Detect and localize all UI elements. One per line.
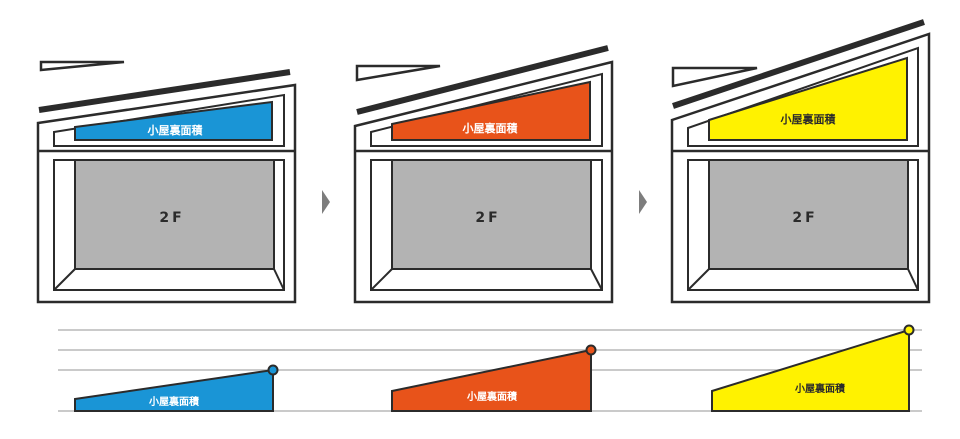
comparison-bar-3 [711, 328, 910, 412]
comparison-bar-label: 小屋裏面積 [148, 395, 200, 408]
house-stage-2: 小屋裏面積 2F [353, 45, 614, 304]
roof-line [672, 19, 925, 109]
roof-vent-triangle [671, 66, 758, 88]
next-arrow [322, 190, 330, 214]
floor-label: 2F [792, 210, 817, 226]
attic-area-label: 小屋裏面積 [147, 123, 204, 137]
floor-perspective-line [53, 268, 76, 291]
floor-perspective-line [370, 268, 393, 291]
next-arrow [639, 190, 647, 214]
attic-area [708, 56, 908, 141]
floor-label: 2F [159, 210, 184, 226]
floor-perspective-line [907, 268, 919, 291]
comparison-bar-2 [391, 348, 592, 412]
house-stage-3: 小屋裏面積 2F [670, 19, 931, 304]
attic-area-label: 小屋裏面積 [780, 112, 837, 126]
peak-marker [267, 364, 279, 376]
floor-perspective-line [687, 268, 710, 291]
attic-area [391, 80, 591, 141]
floor-perspective-line [273, 268, 285, 291]
attic-area [74, 100, 273, 141]
peak-marker [903, 324, 915, 336]
floor-perspective-line [590, 268, 603, 291]
house-stage-1: 小屋裏面積 2F [36, 60, 297, 304]
floor-label: 2F [475, 210, 500, 226]
roof-line [38, 69, 291, 113]
peak-marker [585, 344, 597, 356]
roof-line [356, 45, 609, 115]
comparison-bar-label: 小屋裏面積 [794, 382, 846, 395]
comparison-bar-1 [74, 368, 274, 412]
attic-area-label: 小屋裏面積 [462, 121, 519, 135]
roof-vent-triangle [39, 60, 125, 72]
attic-comparison: 小屋裏面積 小屋裏面積 小屋裏面積 [58, 324, 922, 412]
comparison-bar-label: 小屋裏面積 [466, 390, 518, 403]
roof-vent-triangle [355, 64, 441, 82]
